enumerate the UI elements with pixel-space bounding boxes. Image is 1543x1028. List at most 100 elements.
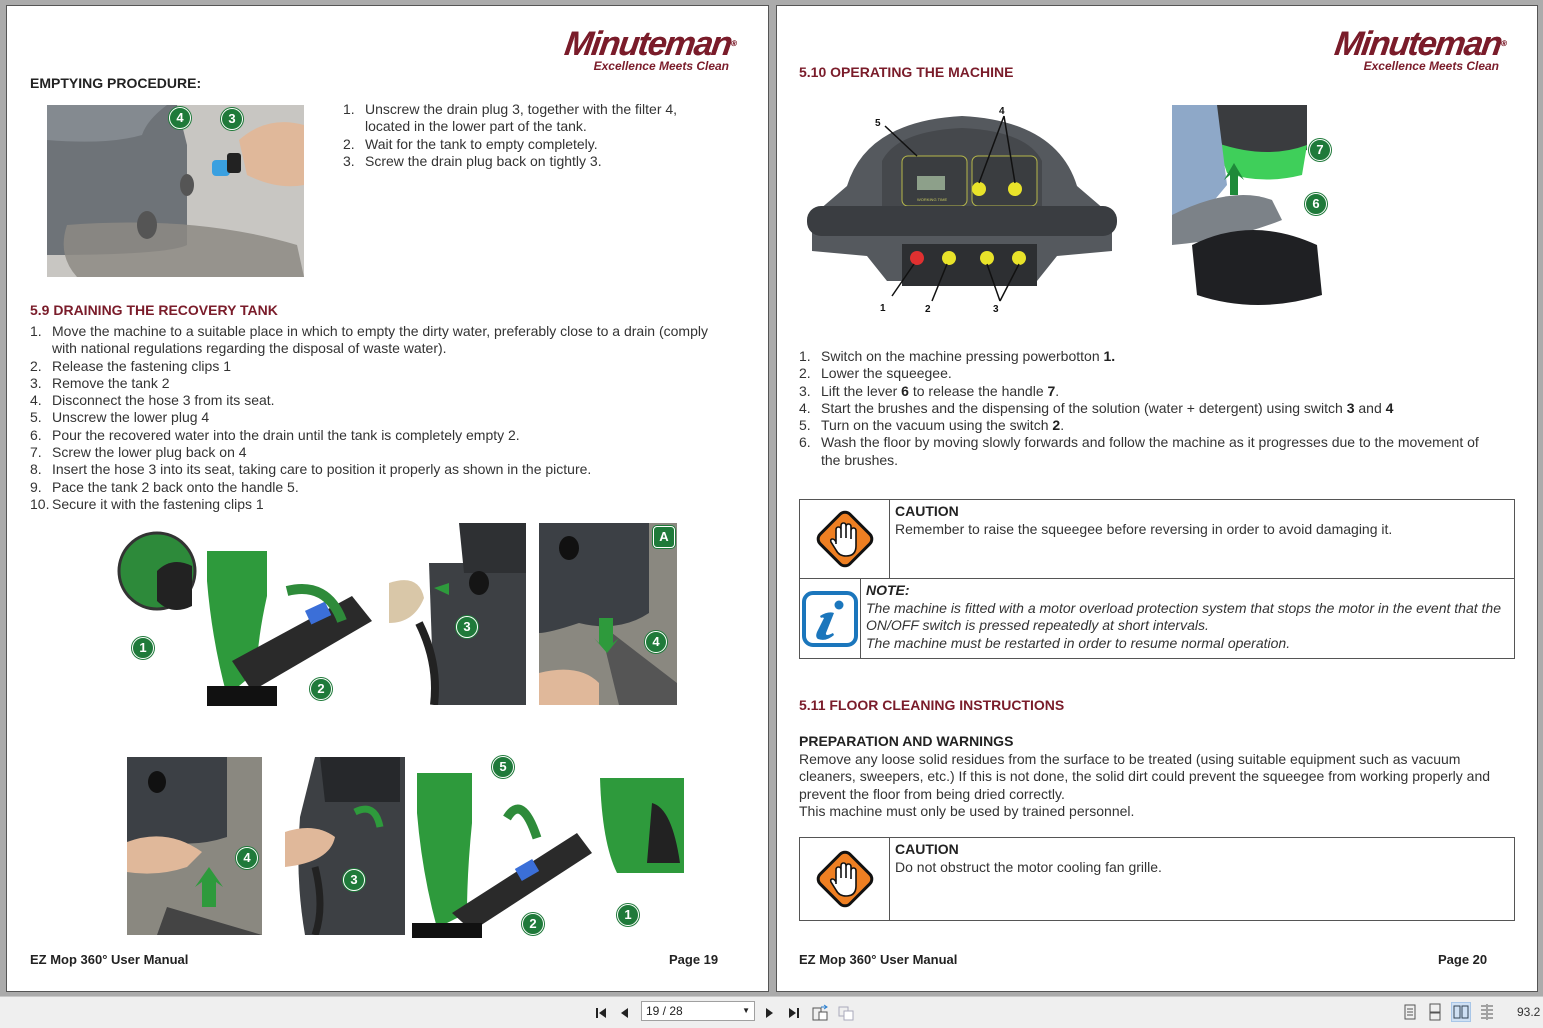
brand-name: Minuteman [562, 25, 734, 63]
brand-name: Minuteman [1332, 25, 1504, 63]
list-item: 1.Switch on the machine pressing powerbo… [799, 348, 1116, 364]
hose-insert-photo: 3 [285, 757, 405, 935]
emptying-heading: EMPTYING PROCEDURE: [30, 75, 202, 91]
viewer-toolbar: 19 / 28 ▼ 93.2 [0, 996, 1543, 1028]
callout-number: 4 [999, 106, 1005, 117]
note-icon-cell [800, 579, 861, 658]
control-panel-photo: WORKING TIME 5 4 1 2 3 [807, 106, 1117, 316]
rotate-icon [812, 1004, 828, 1021]
list-item: 2.Wait for the tank to empty completely. [343, 135, 598, 152]
continuous-page-icon [1429, 1003, 1441, 1021]
caution-box-2: CAUTION Do not obstruct the motor coolin… [799, 837, 1515, 921]
prev-page-button[interactable] [616, 1003, 634, 1023]
page-number-value: 19 / 28 [646, 1004, 683, 1018]
list-item: 4.Start the brushes and the dispensing o… [799, 399, 1394, 416]
stop-hand-icon [816, 850, 873, 908]
section-5-9-heading: 5.9 DRAINING THE RECOVERY TANK [30, 302, 278, 318]
preparation-paragraph: Remove any loose solid residues from the… [799, 751, 1514, 820]
section-5-11-heading: 5.11 FLOOR CLEANING INSTRUCTIONS [799, 697, 1065, 713]
compare-button[interactable] [836, 1003, 856, 1023]
callout-badge: 4 [236, 847, 258, 869]
caution-text: Do not obstruct the motor cooling fan gr… [895, 858, 1162, 875]
callout-number: 1 [880, 303, 886, 314]
list-item: 2.Lower the squeegee. [799, 365, 952, 382]
hose-disconnect-photo: 3 [389, 523, 526, 705]
callout-badge: 3 [456, 616, 478, 638]
tank-release-illustration: 1 2 [117, 521, 382, 706]
list-item: 3.Remove the tank 2 [30, 374, 170, 391]
two-page-view-button[interactable] [1451, 1002, 1471, 1022]
control-panel-drawing: WORKING TIME [807, 115, 1117, 302]
list-item: 1.Unscrew the drain plug 3, together wit… [343, 101, 678, 135]
callout-badge: 3 [343, 869, 365, 891]
rotate-button[interactable] [810, 1003, 830, 1023]
info-icon [802, 590, 858, 647]
caution-icon-cell [800, 838, 890, 920]
zoom-level[interactable]: 93.2 [1517, 1005, 1541, 1019]
continuous-view-button[interactable] [1425, 1002, 1445, 1022]
emptying-steps: 1.Unscrew the drain plug 3, together wit… [343, 101, 723, 170]
hose-insert-drawing [285, 757, 405, 935]
two-page-continuous-view-button[interactable] [1477, 1002, 1497, 1022]
note-body: NOTE: The machine is fitted with a motor… [861, 579, 1514, 658]
next-page-icon [766, 1008, 773, 1018]
callout-badge: 5 [492, 756, 514, 778]
page-20: Minuteman® Excellence Meets Clean 5.10 O… [776, 5, 1538, 992]
plug-reinsert-drawing [127, 757, 262, 935]
callout-badge: 1 [132, 637, 154, 659]
callout-badge: 7 [1309, 139, 1331, 161]
preparation-text: Remove any loose solid residues from the… [799, 751, 1491, 802]
caution-body: CAUTION Do not obstruct the motor coolin… [890, 838, 1167, 920]
note-box: NOTE: The machine is fitted with a motor… [799, 578, 1515, 659]
two-page-icon [1453, 1005, 1469, 1019]
caution-icon-cell [800, 500, 890, 578]
single-page-icon [1404, 1004, 1416, 1020]
lower-plug-drawing [539, 523, 677, 705]
single-page-view-button[interactable] [1400, 1002, 1420, 1022]
caution-title: CAUTION [895, 503, 959, 519]
list-item: 6.Pour the recovered water into the drai… [30, 426, 520, 443]
draining-steps: 1.Move the machine to a suitable place i… [30, 323, 720, 513]
list-item: 4.Disconnect the hose 3 from its seat. [30, 392, 275, 409]
list-item: 2.Release the fastening clips 1 [30, 357, 231, 374]
callout-badge: 2 [522, 913, 544, 935]
lower-plug-photo: A 4 [539, 523, 677, 705]
list-item: 9.Pace the tank 2 back onto the handle 5… [30, 478, 299, 495]
callout-badge: 4 [169, 107, 191, 129]
page-number-field[interactable]: 19 / 28 ▼ [641, 1001, 755, 1021]
list-item: 3.Screw the drain plug back on tightly 3… [343, 152, 602, 169]
footer-page-number: Page 20 [1438, 952, 1488, 967]
operating-steps: 1.Switch on the machine pressing powerbo… [799, 348, 1499, 469]
tank-replace-illustration: 5 2 1 [412, 753, 687, 938]
list-item: 7.Screw the lower plug back on 4 [30, 444, 247, 461]
preparation-subheading: PREPARATION AND WARNINGS [799, 733, 1014, 749]
next-page-button[interactable] [760, 1003, 778, 1023]
svg-text:WORKING TIME: WORKING TIME [917, 197, 947, 202]
callout-badge: 3 [221, 108, 243, 130]
compare-icon [838, 1006, 854, 1021]
note-text-restart: The machine must be restarted in order t… [866, 634, 1291, 651]
callout-badge: 2 [310, 678, 332, 700]
note-title: NOTE: [866, 582, 910, 598]
list-item: 6.Wash the floor by moving slowly forwar… [799, 434, 1479, 468]
first-page-button[interactable] [592, 1003, 610, 1023]
lever-pedal-drawing [1172, 105, 1332, 330]
list-item: 1.Move the machine to a suitable place i… [30, 323, 708, 357]
minuteman-logo: Minuteman® Excellence Meets Clean [1317, 25, 1507, 73]
callout-number: 3 [993, 304, 999, 315]
prev-page-icon [621, 1008, 628, 1018]
section-5-10-heading: 5.10 OPERATING THE MACHINE [799, 64, 1014, 80]
drain-plug-illustration [47, 105, 304, 277]
stop-hand-icon [816, 510, 873, 568]
trained-personnel-text: This machine must only be used by traine… [799, 802, 1135, 819]
dropdown-caret-icon[interactable]: ▼ [742, 1006, 750, 1015]
minuteman-logo: Minuteman® Excellence Meets Clean [547, 25, 737, 73]
last-page-button[interactable] [785, 1003, 803, 1023]
machine-handle-drawing [117, 531, 372, 706]
tank-replace-drawing [412, 773, 684, 938]
document-viewport[interactable]: Minuteman® Excellence Meets Clean EMPTYI… [0, 0, 1543, 996]
caution-title: CAUTION [895, 841, 959, 857]
note-text: The machine is fitted with a motor overl… [866, 599, 1501, 634]
caution-body: CAUTION Remember to raise the squeegee b… [890, 500, 1397, 578]
first-page-icon [596, 1008, 606, 1018]
